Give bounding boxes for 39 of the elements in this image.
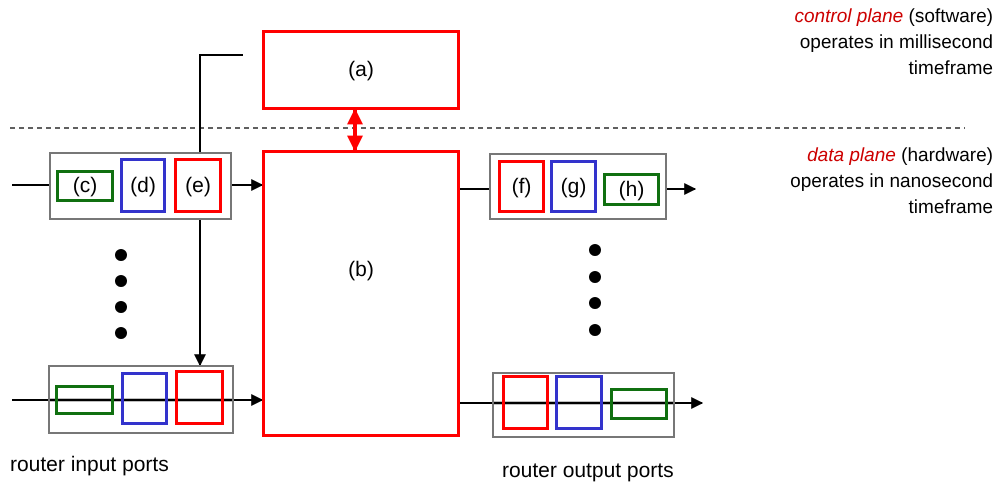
- buffer-box: [121, 372, 168, 425]
- caption-text: router output ports: [502, 458, 674, 484]
- port-box: [489, 153, 667, 220]
- process-box: [262, 150, 460, 437]
- connector-line: [12, 399, 48, 401]
- buffer-box: [174, 158, 222, 213]
- buffer-box: [175, 370, 224, 425]
- port-box: [48, 365, 234, 434]
- port-box: [492, 372, 675, 438]
- arrow: [667, 183, 696, 195]
- buffer-box: [550, 160, 597, 213]
- caption-text: router input ports: [10, 452, 169, 478]
- connector-line: [460, 402, 492, 404]
- arrow: [232, 179, 264, 191]
- node-label: (a): [348, 58, 374, 82]
- node-label: (h): [618, 178, 644, 202]
- node-label: (b): [348, 258, 374, 282]
- plane-note: data plane (hardware) operates in nanosecond timeframe: [789, 144, 993, 220]
- node-label: (d): [130, 174, 156, 198]
- buffer-box: [498, 160, 545, 213]
- buffer-box: [56, 170, 114, 202]
- process-box: [262, 30, 460, 110]
- buffer-box: [55, 385, 114, 415]
- connector-line: [460, 188, 489, 190]
- buffer-box: [120, 158, 166, 213]
- node-label: (g): [560, 174, 586, 198]
- arrow: [347, 108, 363, 152]
- buffer-box: [502, 375, 549, 430]
- port-box: [49, 152, 232, 220]
- buffer-box: [555, 375, 603, 430]
- plane-note: control plane (software) operates in millisecond timeframe: [793, 5, 993, 81]
- arrow: [675, 397, 704, 409]
- node-label: (f): [512, 174, 532, 198]
- node-label: (e): [185, 174, 211, 198]
- arrow: [234, 394, 264, 406]
- connector-line: [12, 184, 49, 186]
- node-label: (c): [72, 174, 98, 198]
- buffer-box: [603, 173, 660, 206]
- buffer-box: [610, 388, 668, 420]
